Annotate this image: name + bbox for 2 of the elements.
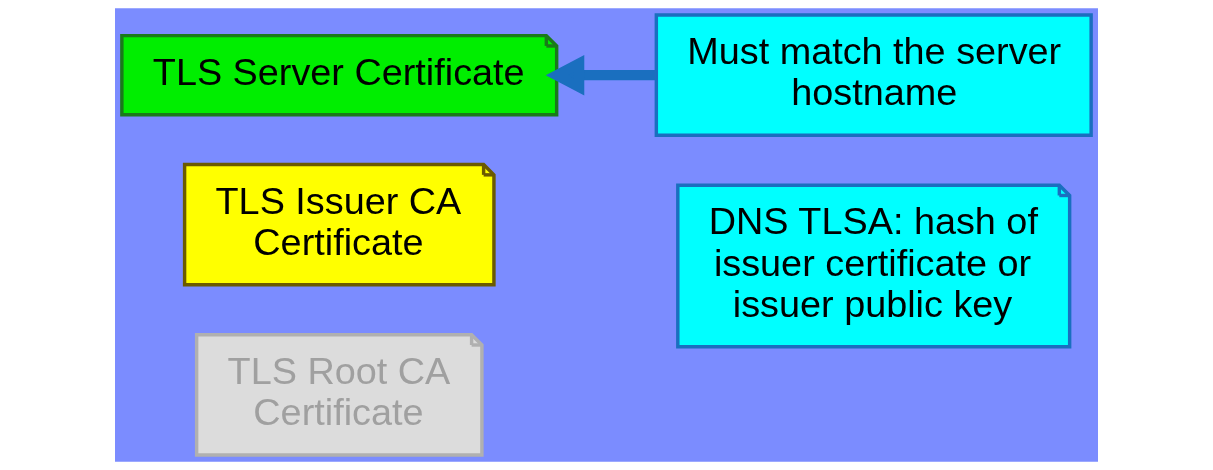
node-box: Must match the server hostname [654, 13, 1093, 138]
arrow [545, 54, 657, 96]
